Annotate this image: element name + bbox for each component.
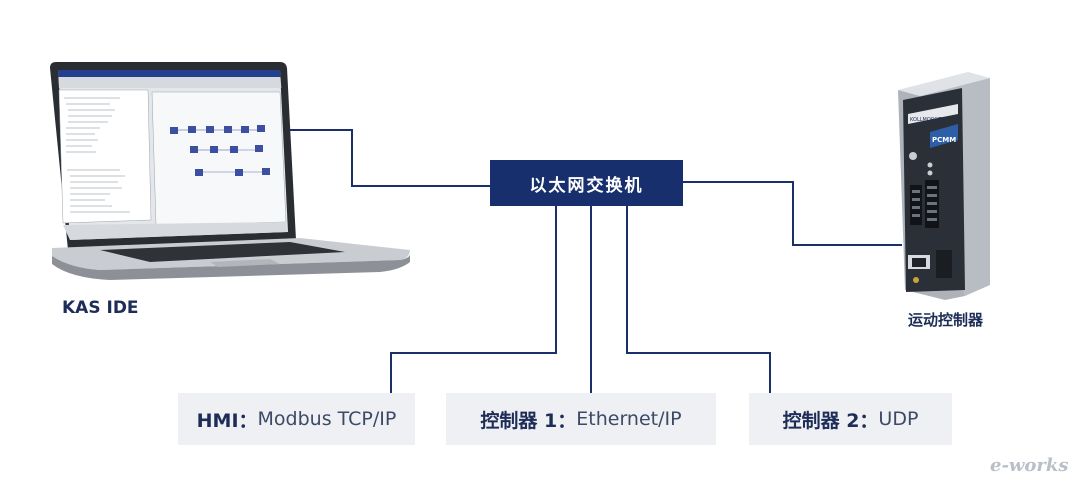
watermark-logo: e-works (990, 455, 1069, 476)
line-switch-to-hmi (390, 206, 557, 393)
motion-controller-label: 运动控制器 (908, 311, 984, 329)
controller2-protocol: UDP (878, 408, 919, 430)
controller1-name: 控制器 1： (480, 409, 577, 432)
hmi-protocol-box: HMI： Modbus TCP/IP (178, 393, 415, 445)
line-switch-to-controller (683, 181, 902, 246)
controller-brand-text: KOLLMORGEN (910, 117, 945, 123)
controller1-protocol-box: 控制器 1： Ethernet/IP (446, 393, 716, 445)
switch-label: 以太网交换机 (529, 175, 644, 196)
connection-lines (290, 129, 902, 393)
controller1-protocol: Ethernet/IP (576, 408, 682, 430)
line-switch-to-controller2 (626, 206, 771, 393)
controller2-protocol-box: 控制器 2： UDP (749, 393, 952, 445)
hmi-name: HMI： (196, 409, 258, 432)
ethernet-switch-box: 以太网交换机 (490, 160, 683, 206)
controller-model-text: PCMM (932, 136, 956, 144)
hmi-protocol: Modbus TCP/IP (257, 408, 397, 430)
laptop-icon (50, 62, 410, 280)
kas-ide-label: KAS IDE (62, 298, 139, 318)
line-ide-to-switch (290, 129, 490, 187)
motion-controller-icon: KOLLMORGEN PCMM (898, 72, 990, 300)
controller2-name: 控制器 2： (782, 409, 879, 432)
